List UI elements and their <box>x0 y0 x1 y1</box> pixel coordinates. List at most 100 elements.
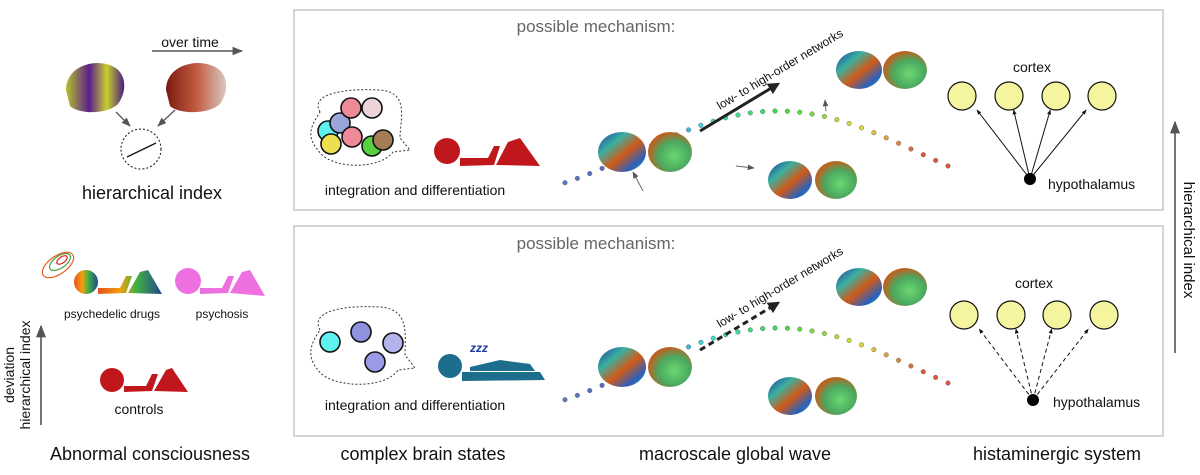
sleep-symbol: zzz <box>469 341 488 355</box>
wave-dot <box>599 382 605 388</box>
thought-bubble <box>310 89 411 166</box>
brain-lateral <box>598 347 646 387</box>
wave-dot <box>908 363 914 369</box>
wave-dot <box>809 111 815 117</box>
brain-state-circle <box>341 126 363 148</box>
controls-person-icon <box>100 368 188 392</box>
brain-medial <box>648 347 692 387</box>
brain-state-circles <box>317 97 394 157</box>
wave-dot <box>821 113 827 119</box>
wave-dot <box>587 171 593 177</box>
projection-arrow <box>1014 328 1034 401</box>
wave-dot <box>686 344 692 350</box>
brain-state-circle <box>320 133 342 155</box>
brain-lateral <box>768 161 812 199</box>
wave-dot <box>760 109 766 115</box>
wave-dot <box>797 326 803 332</box>
wave-dot <box>908 146 914 152</box>
psychedelic-drugs-label: psychedelic drugs <box>64 307 160 321</box>
psychedelic-attractor-icon <box>41 251 75 279</box>
pointer-arrow <box>632 171 644 192</box>
cortex-neuron <box>947 81 977 111</box>
sleeping-person-icon <box>438 354 545 381</box>
cortex-neuron <box>1041 81 1071 111</box>
cortex-neuron <box>1089 300 1119 330</box>
network-arrow-label: low- to high-order networks <box>714 244 845 331</box>
projection-arrow <box>1012 109 1031 180</box>
arrow-to-correlation <box>115 111 131 127</box>
brain-medial <box>883 51 927 89</box>
projection-arrow <box>1029 109 1087 180</box>
brain-medial <box>815 377 857 415</box>
over-time-label: over time <box>161 34 219 50</box>
regression-line <box>126 142 157 158</box>
brain-state-circle <box>319 331 341 353</box>
wave-dot <box>698 122 704 128</box>
cortex-neurons <box>947 81 1117 180</box>
brain-state-circle <box>382 332 404 354</box>
brain-state-circle <box>340 97 362 119</box>
projection-arrow <box>978 328 1034 401</box>
wave-dot <box>698 339 704 345</box>
deviation-axis-label: deviation <box>1 347 17 403</box>
wave-dot <box>562 180 568 186</box>
wave-dot <box>834 117 840 123</box>
arrow-to-correlation <box>157 109 176 127</box>
wave-dot <box>587 388 593 394</box>
brain-lateral <box>836 51 882 89</box>
hypothalamus-label: hypothalamus <box>1053 394 1140 410</box>
wave-dot <box>896 357 902 363</box>
wave-dot <box>562 397 568 403</box>
psychosis-label: psychosis <box>196 307 249 321</box>
cortex-neuron <box>1042 300 1072 330</box>
integration-label: integration and differentiation <box>325 397 505 413</box>
projection-arrow <box>976 109 1031 180</box>
psychosis-person-icon <box>175 268 265 296</box>
projection-arrow <box>1032 328 1053 401</box>
thought-bubble <box>310 306 416 385</box>
brain-state-circle <box>361 97 383 119</box>
brain-medial <box>815 161 857 199</box>
macroscale-global-wave-label: macroscale global wave <box>639 444 831 464</box>
abnormal-consciousness-title: Abnormal consciousness <box>50 444 250 464</box>
wave-dot <box>599 165 605 171</box>
wave-dot <box>871 347 877 353</box>
wave-dot <box>809 328 815 334</box>
wave-dot <box>933 157 939 163</box>
brain-medial <box>883 268 927 306</box>
wave-dot <box>821 330 827 336</box>
brain-lateral <box>836 268 882 306</box>
brain-maps <box>598 268 927 415</box>
cortex-neuron <box>996 300 1026 330</box>
wave-dot <box>859 125 865 131</box>
histaminergic-system-label: histaminergic system <box>973 444 1141 464</box>
pointer-arrow <box>822 99 829 112</box>
brain-state-circle <box>350 321 372 343</box>
cortex-neurons <box>949 300 1119 401</box>
hypothalamus-node <box>1027 394 1039 406</box>
brain-maps <box>598 51 927 199</box>
mechanism-heading: possible mechanism: <box>517 234 676 253</box>
wave-dot <box>735 329 741 335</box>
wave-dot <box>945 163 951 169</box>
cortex-label: cortex <box>1015 275 1053 291</box>
wave-dot <box>846 337 852 343</box>
wave-dot <box>735 112 741 118</box>
wave-dot <box>574 392 580 398</box>
bottom-mechanism-box: possible mechanism: zzz integration and … <box>293 225 1164 437</box>
cortex-neuron <box>949 300 979 330</box>
mechanism-heading: possible mechanism: <box>517 17 676 36</box>
wave-dot <box>772 325 778 331</box>
wave-dot <box>871 130 877 136</box>
wave-dot <box>883 135 889 141</box>
brain-state-circle <box>372 129 394 151</box>
wave-dot <box>945 380 951 386</box>
wave-dot <box>797 109 803 115</box>
wave-dot <box>710 335 716 341</box>
wave-dot <box>772 108 778 114</box>
network-progression-arrow-dashed <box>699 301 781 352</box>
complex-brain-states-label: complex brain states <box>340 444 505 464</box>
brain-state-circle <box>364 351 386 373</box>
brain-myelin-map <box>166 63 227 113</box>
